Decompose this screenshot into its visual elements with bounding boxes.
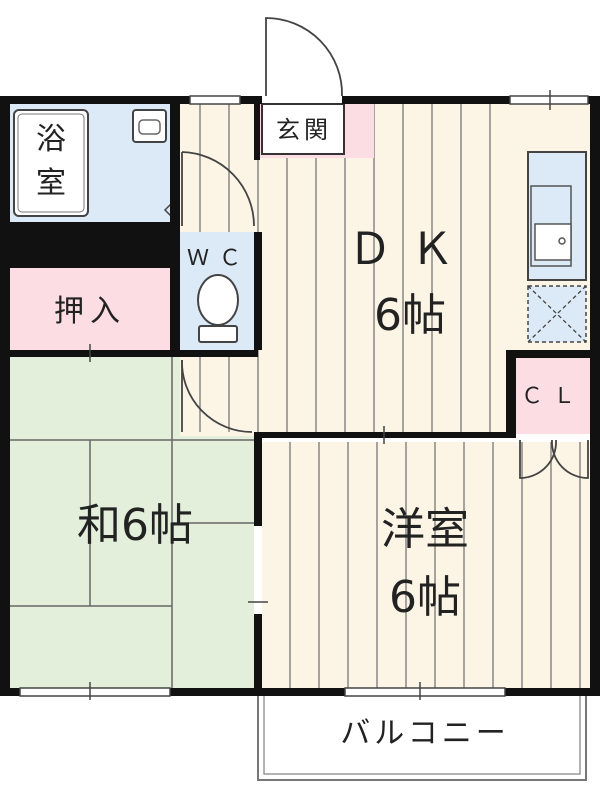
western-room-name-label: 洋室	[381, 504, 469, 555]
bath-label-line2: 室	[36, 166, 66, 201]
balcony-label: バルコニー	[340, 716, 510, 751]
wc	[180, 232, 256, 350]
entrance	[260, 103, 374, 158]
dk-size-label: 6帖	[374, 290, 446, 341]
windows	[19, 95, 589, 697]
closet-cl	[516, 358, 590, 434]
wc-label: ＷＣ	[186, 246, 251, 271]
bathroom	[10, 104, 176, 222]
bathtub	[13, 109, 89, 217]
western-room	[262, 442, 590, 689]
washbasin	[132, 109, 167, 143]
japanese-room-label: 和6帖	[77, 500, 193, 551]
fridge-space	[527, 285, 587, 343]
dk-name-label: ＤＫ	[348, 224, 472, 275]
doors	[181, 17, 589, 479]
cl-label: ＣＬ	[520, 384, 585, 409]
dk-floor	[180, 104, 592, 436]
bath-label-line1: 浴	[36, 122, 66, 157]
entrance-label: 玄関	[276, 116, 332, 144]
toilet	[197, 274, 239, 326]
kitchen-counter	[527, 151, 587, 343]
closet-storage-label: 押入	[54, 294, 126, 329]
entrance-door	[265, 17, 343, 97]
closet-storage	[10, 268, 170, 350]
western-room-size-label: 6帖	[389, 572, 461, 623]
walls	[0, 96, 600, 696]
